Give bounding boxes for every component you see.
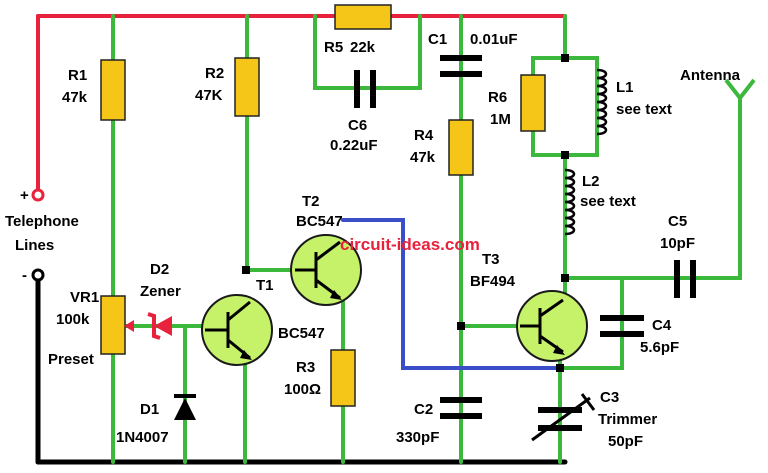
c2-ref: C2 [414, 401, 433, 418]
d2-type: Zener [140, 283, 181, 300]
r4-ref: R4 [414, 127, 434, 144]
c4-capacitor [600, 315, 644, 337]
c3-value: 50pF [608, 433, 643, 450]
negative-terminal [31, 268, 45, 282]
d1-ref: D1 [140, 401, 159, 418]
c1-ref: C1 [428, 31, 447, 48]
c4-ref: C4 [652, 317, 672, 334]
coils [564, 68, 608, 236]
feedback-wire [341, 218, 562, 370]
telephone-label-line1: Telephone [5, 213, 79, 230]
r2-resistor [234, 57, 260, 117]
minus-label: - [22, 267, 27, 284]
d2-ref: D2 [150, 261, 169, 278]
text-labels: + - Telephone Lines Antenna circuit-idea… [5, 31, 741, 450]
r3-resistor [330, 349, 356, 407]
r4-resistor [448, 119, 474, 176]
c3-ref: C3 [600, 389, 619, 406]
l2-coil [564, 168, 576, 236]
t3-ref: T3 [482, 251, 500, 268]
t2-transistor [290, 234, 362, 306]
plus-label: + [20, 187, 29, 204]
resistors [100, 4, 546, 407]
l2-note: see text [580, 193, 636, 210]
c1-capacitor [440, 55, 482, 77]
c6-ref: C6 [348, 117, 367, 134]
c3-type: Trimmer [598, 411, 657, 428]
vr1-wiper-arrow [124, 320, 134, 332]
c2-capacitor [440, 397, 482, 419]
r5-ref: R5 [324, 39, 343, 56]
t2-type: BC547 [296, 213, 343, 230]
r1-resistor [100, 59, 126, 121]
r5-c6-wire [313, 14, 422, 90]
c2-value: 330pF [396, 429, 439, 446]
antenna-icon [724, 78, 756, 110]
r6-resistor [520, 74, 546, 132]
vr1-preset [100, 295, 126, 355]
diodes [147, 312, 196, 420]
c4-value: 5.6pF [640, 339, 679, 356]
r1-value: 47k [62, 89, 88, 106]
vr1-type: Preset [48, 351, 94, 368]
c6-capacitor [354, 70, 376, 108]
l1-ref: L1 [616, 79, 634, 96]
telephone-label-line2: Lines [15, 237, 54, 254]
vr1-ref: VR1 [70, 289, 99, 306]
l1-coil [596, 68, 608, 136]
c3-trimmer-arrow [531, 393, 596, 442]
c5-capacitor [674, 260, 696, 298]
r6-value: 1M [490, 111, 511, 128]
l1-note: see text [616, 101, 672, 118]
t3-type: BF494 [470, 273, 516, 290]
r3-ref: R3 [296, 359, 315, 376]
r6-ref: R6 [488, 89, 507, 106]
antenna-label: Antenna [680, 67, 741, 84]
r2-value: 47K [195, 87, 223, 104]
c4-wire [558, 276, 624, 370]
d2-zener-diode [154, 316, 172, 336]
r5-value: 22k [350, 39, 376, 56]
transistors [201, 234, 588, 366]
c5-value: 10pF [660, 235, 695, 252]
t1-transistor [201, 294, 273, 366]
vr1-value: 100k [56, 311, 90, 328]
junction-nodes [242, 54, 569, 372]
r4-value: 47k [410, 149, 436, 166]
d2-zener-bar [147, 312, 161, 340]
positive-terminal [31, 188, 45, 202]
t1-ref: T1 [256, 277, 274, 294]
l2-ref: L2 [582, 173, 600, 190]
r1-ref: R1 [68, 67, 87, 84]
r3-value: 100Ω [284, 381, 321, 398]
capacitors [354, 55, 696, 442]
watermark-label: circuit-ideas.com [340, 235, 480, 254]
c6-value: 0.22uF [330, 137, 378, 154]
c1-value: 0.01uF [470, 31, 518, 48]
d1-diode [174, 398, 196, 420]
c5-ref: C5 [668, 213, 687, 230]
r2-ref: R2 [205, 65, 224, 82]
t3-transistor [516, 290, 588, 362]
r5-resistor [334, 4, 392, 30]
d1-value: 1N4007 [116, 429, 169, 446]
t2-ref: T2 [302, 193, 320, 210]
t1-type: BC547 [278, 325, 325, 342]
